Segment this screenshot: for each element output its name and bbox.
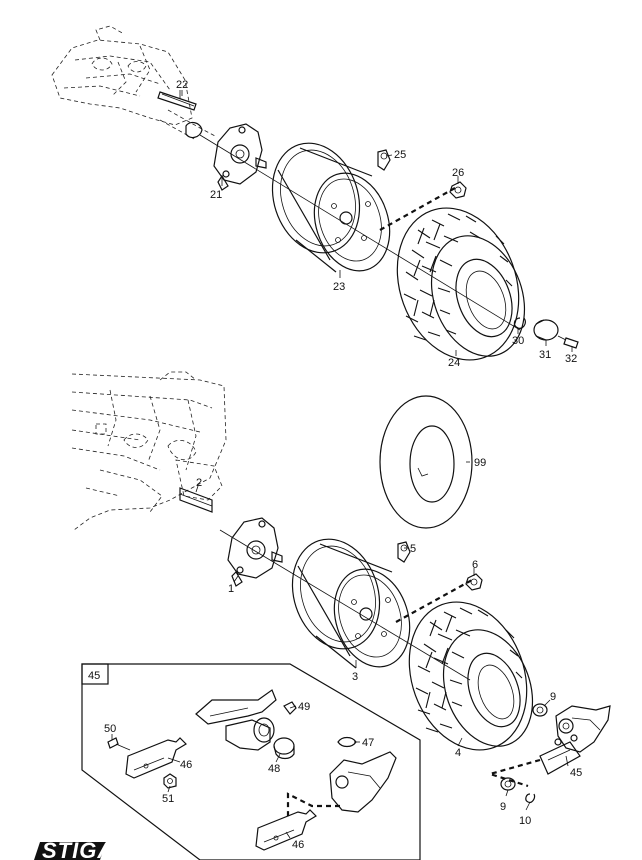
callout-1: 1 [228, 583, 234, 595]
part-3-rim [291, 538, 411, 669]
part-99-tube [379, 395, 473, 529]
part-24-tire [396, 207, 526, 361]
part-inset-lever [329, 751, 397, 813]
inset-guide [286, 792, 340, 820]
callout-10: 10 [519, 815, 531, 827]
part-46-plate-lower [255, 809, 317, 851]
lower-fastener-guide [395, 579, 473, 623]
inset-panel-45 [81, 663, 421, 860]
upper-fastener-guide [379, 187, 456, 231]
stiga-logo-text: STIGA [42, 838, 114, 860]
part-51-nut [163, 773, 177, 789]
callout-99: 99 [474, 457, 486, 469]
callout-3: 3 [352, 671, 358, 683]
leader-lines [111, 90, 573, 839]
callout-21: 21 [210, 189, 222, 201]
callout-4: 4 [455, 747, 461, 759]
part-49-screw [283, 701, 297, 715]
callout-25: 25 [394, 149, 406, 161]
part-23-rim [271, 142, 391, 273]
upper-axle-line [199, 134, 521, 331]
part-9-washer-lower [500, 777, 516, 791]
part-48-bushing [273, 737, 295, 760]
lower-frame-sketch [71, 371, 227, 531]
upper-shaft-end [185, 121, 203, 139]
callout-49: 49 [298, 701, 310, 713]
part-46-plate-upper [125, 737, 187, 779]
upper-frame-sketch [51, 25, 216, 141]
part-47-clip [337, 736, 357, 748]
part-26-nut [449, 181, 467, 199]
lower-axle-line [219, 529, 471, 681]
callout-46-upper: 46 [180, 759, 192, 771]
callout-50: 50 [104, 723, 116, 735]
callout-30: 30 [512, 335, 524, 347]
callout-22: 22 [176, 79, 188, 91]
part-21-hub [213, 123, 267, 191]
part-50-screw [107, 737, 131, 751]
part-10-clip [525, 793, 536, 803]
callout-46-lower: 46 [292, 839, 304, 851]
callout-31: 31 [539, 349, 551, 361]
stiga-logo: STIGA [34, 838, 114, 860]
part-9-washer-upper [532, 703, 548, 717]
part-1-hub [227, 517, 283, 587]
callout-2: 2 [196, 477, 202, 489]
callout-24: 24 [448, 357, 460, 369]
part-25-valve [377, 149, 391, 171]
part-32-bolt [557, 335, 579, 349]
part-22-key [157, 90, 197, 111]
part-6-nut [465, 573, 483, 591]
callout-9-upper: 9 [550, 691, 556, 703]
part-45-lever-assembly [539, 705, 611, 775]
part-31-cap [533, 319, 559, 341]
part-4-tire [408, 601, 534, 751]
part-2-key [179, 487, 213, 513]
callout-labels: 22 21 25 26 23 30 31 32 24 99 2 1 5 6 3 … [88, 79, 582, 851]
part-inset-bracket [195, 689, 277, 751]
part-5-valve [397, 541, 411, 563]
callout-47: 47 [362, 737, 374, 749]
callout-9-lower: 9 [500, 801, 506, 813]
callout-51: 51 [162, 793, 174, 805]
inset-group-label: 45 [88, 670, 100, 682]
callout-48: 48 [268, 763, 280, 775]
callout-6: 6 [472, 559, 478, 571]
callout-5: 5 [410, 543, 416, 555]
callout-45: 45 [570, 767, 582, 779]
callout-32: 32 [565, 353, 577, 365]
callout-23: 23 [333, 281, 345, 293]
callout-26: 26 [452, 167, 464, 179]
